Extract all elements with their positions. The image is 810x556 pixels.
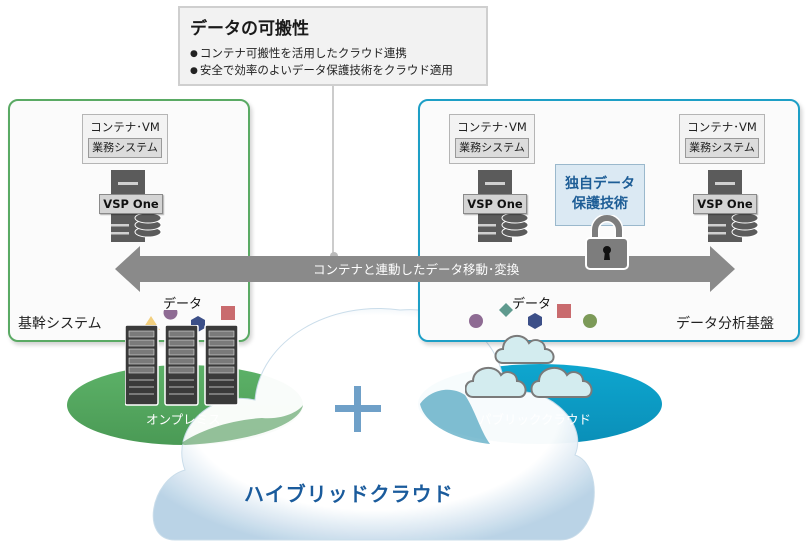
data-analytics-label: データ分析基盤: [676, 316, 774, 332]
public-cloud-icons: [465, 334, 593, 398]
data-migration-arrow: [115, 246, 735, 292]
server-rack: [164, 325, 199, 406]
diamond-icon: [499, 303, 513, 317]
hybrid-cloud-label: ハイブリッドクラウド: [244, 482, 454, 506]
cloud-overlap: [420, 389, 490, 444]
business-system-box: 業務システム: [685, 138, 759, 158]
server-racks-icon: [125, 325, 239, 406]
on-premises-label: オンプレミス: [146, 412, 221, 427]
callout-bullet: コンテナ可搬性を活用したクラウド連携: [190, 45, 476, 62]
core-system-label: 基幹システム: [18, 316, 102, 332]
business-system-box: 業務システム: [455, 138, 529, 158]
container-vm-title: コンテナ･VM: [457, 120, 527, 134]
container-vm-box: コンテナ･VM 業務システム: [679, 114, 765, 164]
server-rack: [125, 325, 159, 406]
business-system-box: 業務システム: [88, 138, 162, 158]
container-vm-box: コンテナ･VM 業務システム: [82, 114, 168, 164]
data-shapes: [469, 303, 597, 329]
lock-icon: [585, 215, 629, 270]
vsp-one-label: VSP One: [693, 194, 757, 214]
cloud-icon: [494, 334, 555, 364]
cloud-icon: [465, 366, 527, 398]
server-rack: [204, 325, 239, 406]
callout-bullet: 安全で効率のよいデータ保護技術をクラウド適用: [190, 62, 476, 79]
circle-icon: [163, 310, 178, 320]
data-label: データ: [163, 297, 203, 312]
plus-icon: [335, 386, 381, 432]
cloud-icon: [530, 366, 593, 398]
vsp-one-label: VSP One: [463, 194, 527, 214]
square-icon: [557, 304, 571, 318]
data-portability-callout: データの可搬性 コンテナ可搬性を活用したクラウド連携 安全で効率のよいデータ保護…: [178, 6, 488, 86]
protection-line2: 保護技術: [572, 196, 628, 212]
circle-icon: [583, 314, 597, 328]
vsp-one-label: VSP One: [99, 194, 163, 214]
container-vm-title: コンテナ･VM: [90, 120, 160, 134]
container-vm-box: コンテナ･VM 業務システム: [449, 114, 535, 164]
hybrid-cloud-shape: [152, 308, 595, 541]
onprem-overlap: [180, 405, 303, 445]
container-vm-title: コンテナ･VM: [687, 120, 757, 134]
circle-icon: [469, 314, 483, 328]
square-icon: [221, 306, 235, 320]
callout-title: データの可搬性: [190, 19, 309, 39]
data-label: データ: [512, 297, 552, 312]
public-cloud-label: パブリッククラウド: [479, 412, 592, 427]
data-migration-label: コンテナと連動したデータ移動･変換: [313, 262, 520, 277]
protection-line1: 独自データ: [565, 176, 635, 192]
hexagon-icon: [528, 313, 542, 329]
